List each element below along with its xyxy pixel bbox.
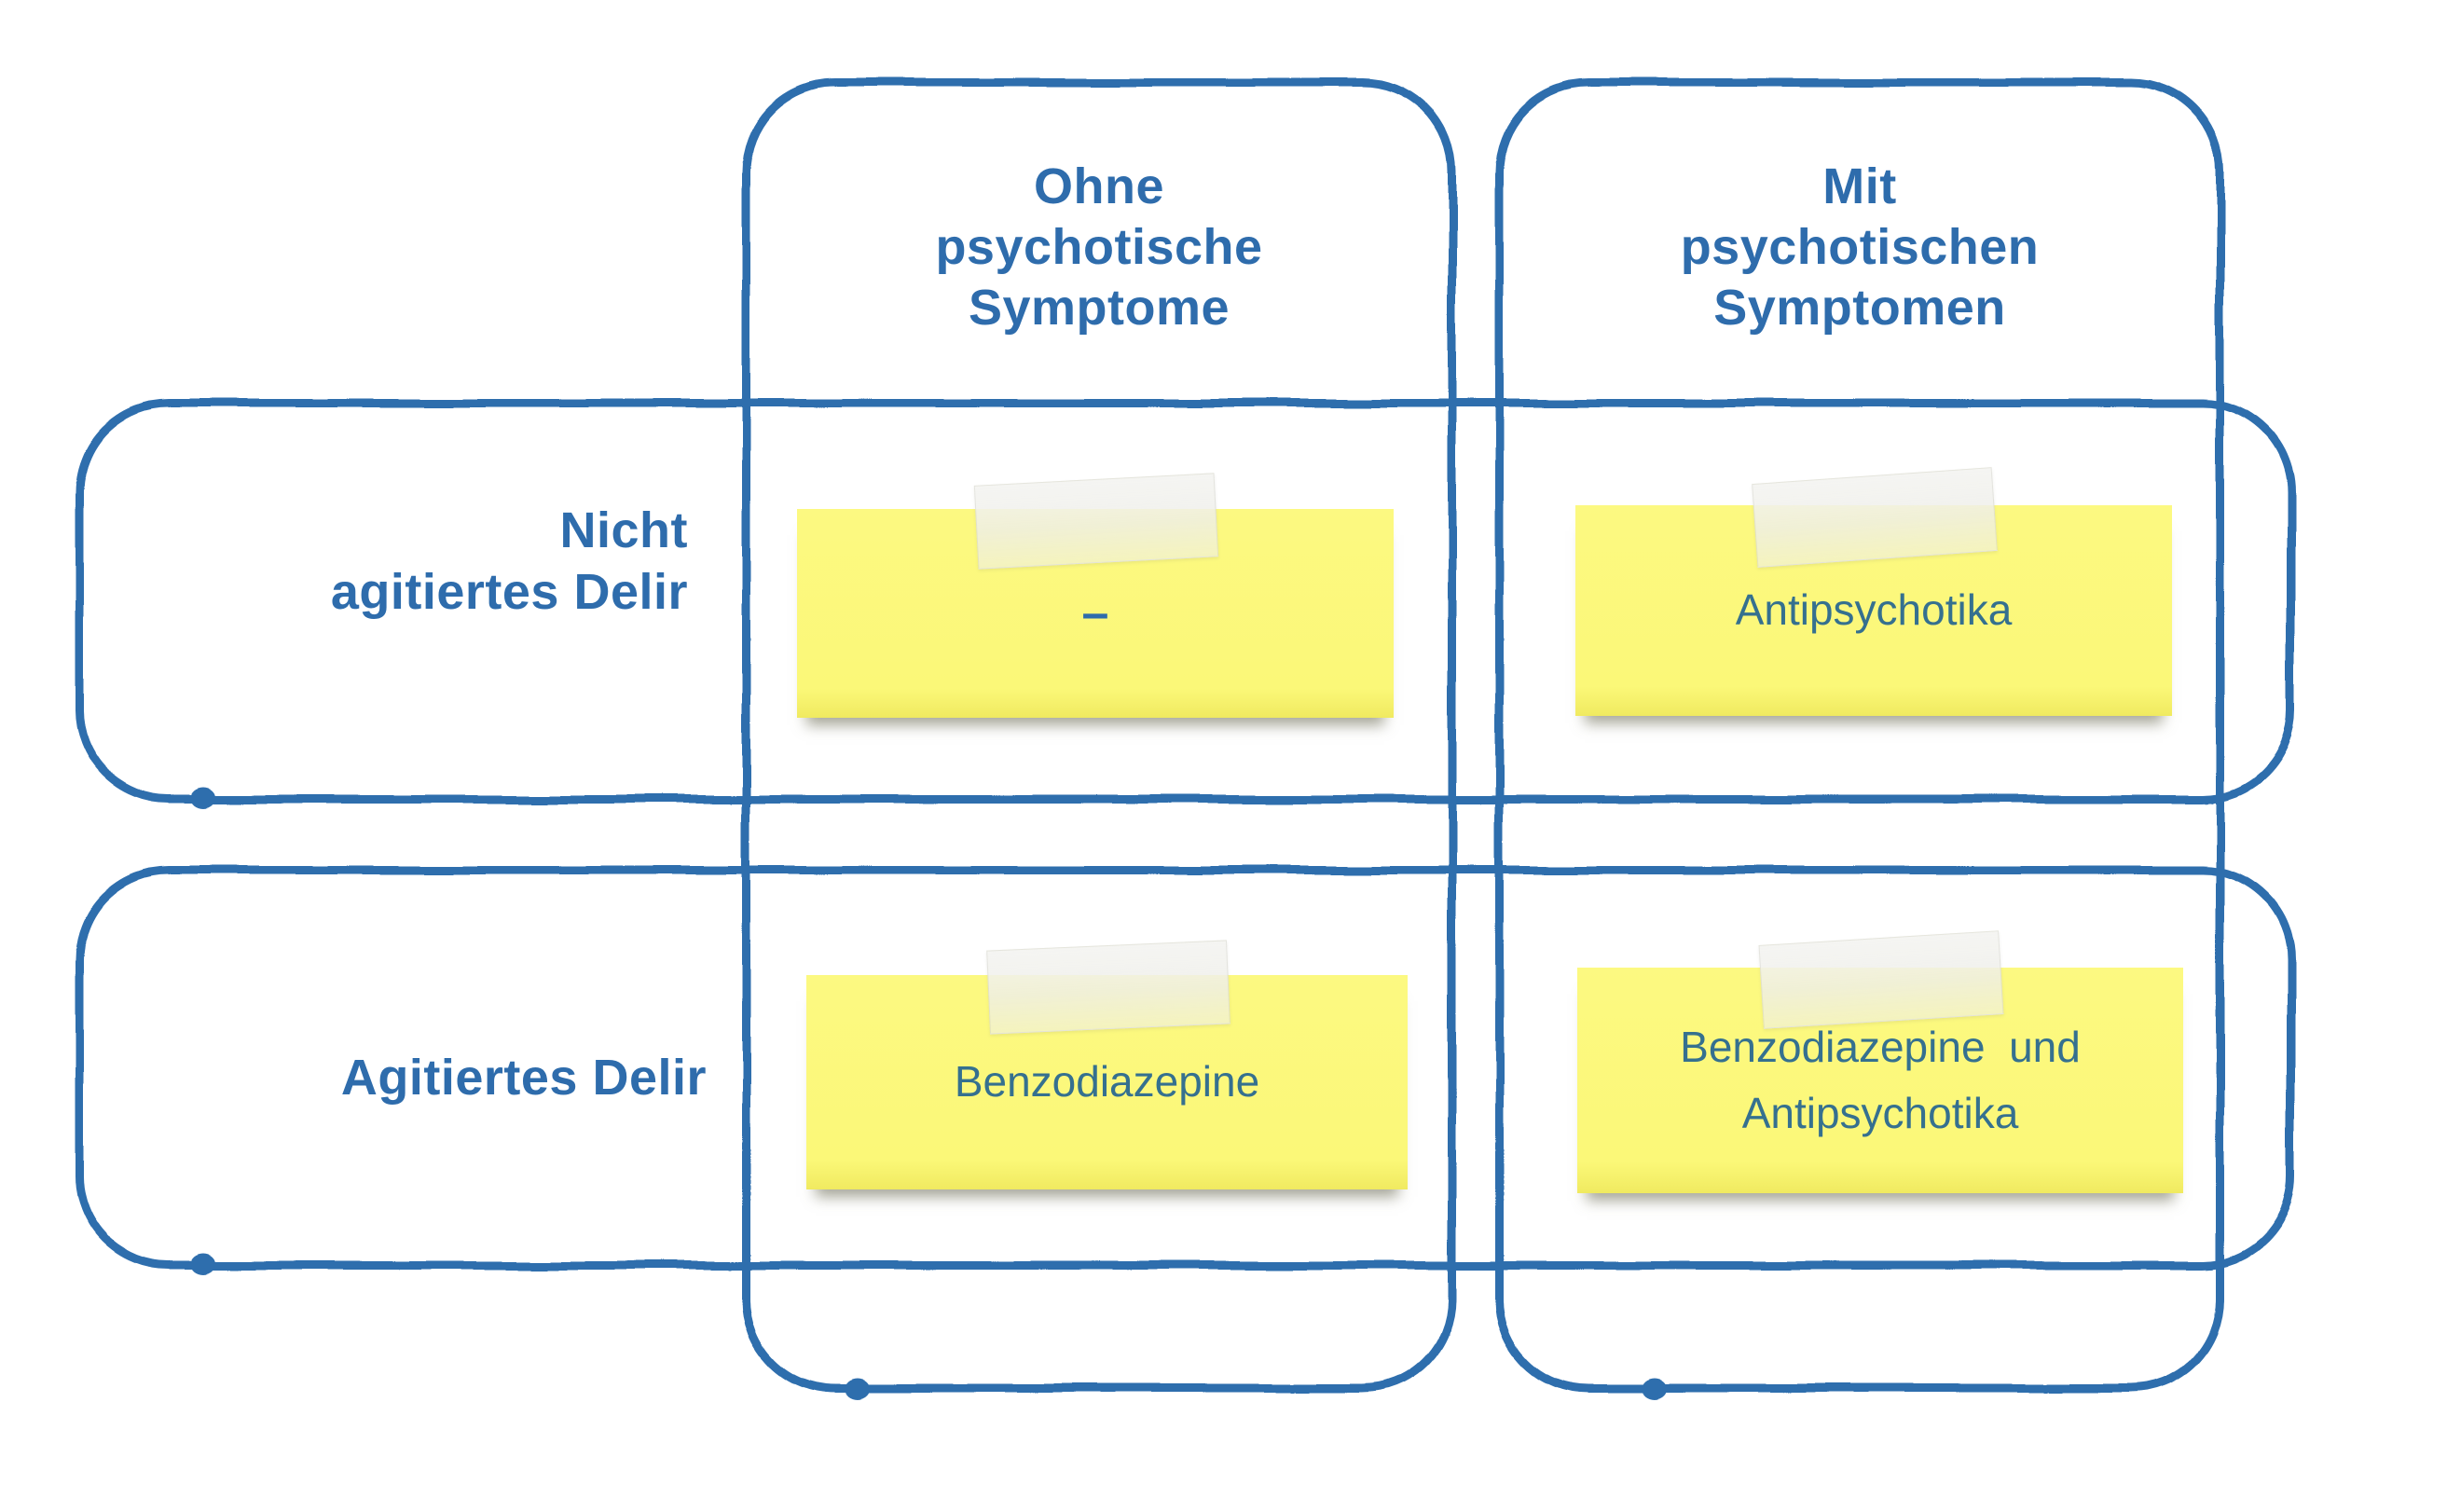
sticky-note-cell-3: Benzodiazepine [806,940,1408,1189]
ink-blob [845,1379,871,1399]
sticky-note-cell-2: Antipsychotika [1575,467,2172,716]
row-box-nicht-agitiertes-delir [76,399,2295,804]
row-header-agitiertes-delir: Agitiertes Delir [340,1050,707,1106]
row-box-agitiertes-delir [76,866,2295,1270]
sticky-note-cell-1: – [797,473,1394,718]
row-header-nicht-agitiertes-delir: Nicht agitiertes Delir [330,502,688,620]
sticky-note-text: Benzodiazepine [954,1057,1260,1107]
sticky-note-text: – [1081,585,1109,640]
sticky-note-text: Benzodiazepine und Antipsychotika [1680,1022,2081,1137]
column-box-ohne-psychotische-symptome [742,78,1456,1393]
ink-blob [191,1254,216,1274]
ink-blob [1643,1379,1668,1399]
ink-blob [191,788,216,808]
column-header-ohne-psychotische-symptome: Ohne psychotische Symptome [935,158,1263,336]
sticky-note-cell-4: Benzodiazepine und Antipsychotika [1577,930,2183,1193]
column-header-mit-psychotischen-symptomen: Mit psychotischen Symptomen [1680,158,2040,336]
sticky-note-text: Antipsychotika [1735,585,2013,635]
